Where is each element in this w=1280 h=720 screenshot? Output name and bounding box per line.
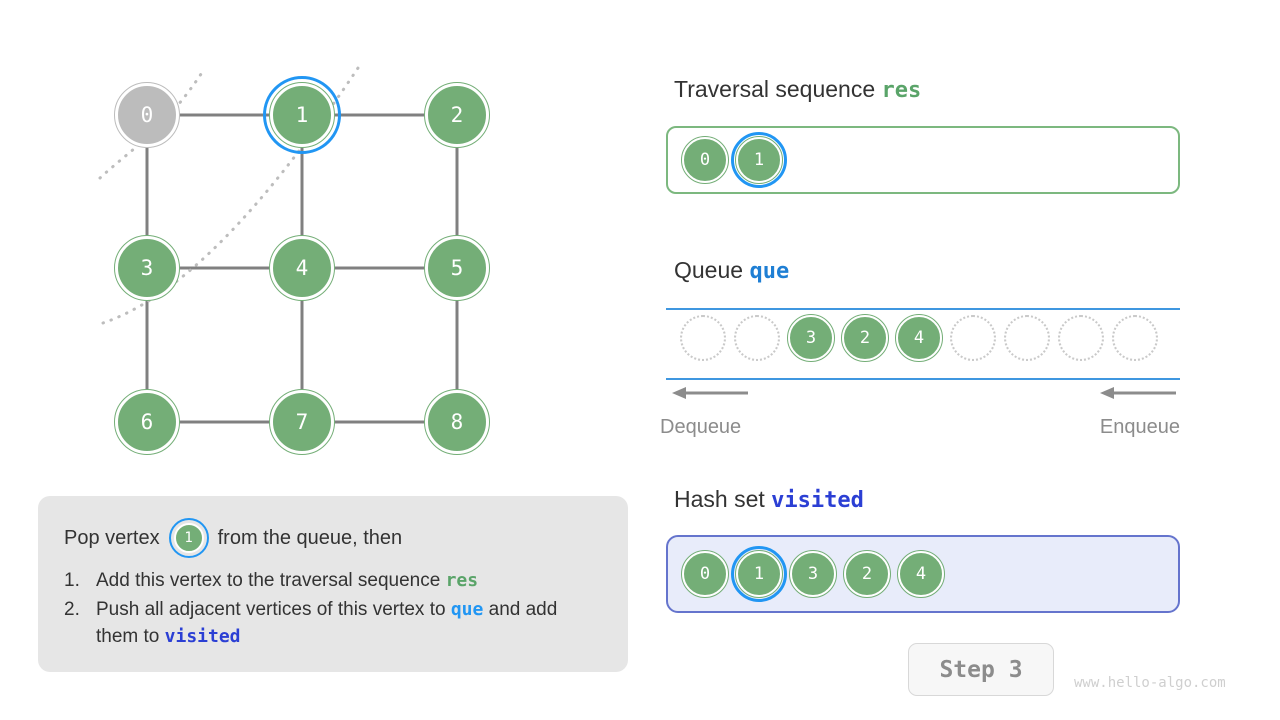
dequeue-label: Dequeue <box>660 416 742 438</box>
hash-chip-highlight-ring <box>731 546 787 602</box>
hash-chip-item[interactable]: 4 <box>897 550 945 598</box>
caption-step-item: 2. Push all adjacent vertices of this ver… <box>64 597 602 651</box>
graph-panel: 0 1 2 3 4 5 6 7 8 <box>0 0 620 480</box>
graph-node-1[interactable]: 1 <box>269 82 335 148</box>
queue-slot-0[interactable] <box>680 315 726 361</box>
graph-node-3[interactable]: 3 <box>114 235 180 301</box>
hash-chip-item[interactable]: 0 <box>681 550 729 598</box>
queue-top-rail <box>666 308 1180 310</box>
res-title-keyword: res <box>881 78 922 103</box>
graph-edges-svg <box>98 63 459 424</box>
graph-node-6[interactable]: 6 <box>114 389 180 455</box>
caption-keyword-visited: visited <box>164 625 241 647</box>
queue-slot-6[interactable] <box>1004 315 1050 361</box>
res-chip-label: 0 <box>681 136 729 184</box>
queue-slot-8[interactable] <box>1112 315 1158 361</box>
enqueue-label: Enqueue <box>1099 416 1180 438</box>
caption-step-number: 2. <box>64 598 80 620</box>
caption-step-text: Push all adjacent vertices of this verte… <box>96 598 558 647</box>
res-section-title: Traversal sequence res <box>674 76 921 103</box>
graph-node-highlight-ring <box>263 76 341 154</box>
caption-chip-highlight-ring <box>168 518 209 558</box>
queue-section-title: Queue que <box>674 257 789 284</box>
res-chip-item[interactable]: 1 <box>731 132 787 188</box>
hash-chip-label: 0 <box>681 550 729 598</box>
hash-chip-item[interactable]: 2 <box>843 550 891 598</box>
hash-chip-label: 2 <box>843 550 891 598</box>
queue-title-keyword: que <box>749 259 790 284</box>
hash-chip-item[interactable]: 1 <box>731 546 787 602</box>
frontier-curve <box>98 66 207 180</box>
graph-node-7[interactable]: 7 <box>269 389 335 455</box>
graph-node-4[interactable]: 4 <box>269 235 335 301</box>
queue-slot-3[interactable]: 2 <box>841 314 889 362</box>
caption-keyword-que: que <box>450 598 484 620</box>
hash-title-text: Hash set <box>674 486 765 512</box>
caption-box: Pop vertex 1 from the queue, then 1. Add … <box>38 496 628 672</box>
graph-node-5[interactable]: 5 <box>424 235 490 301</box>
frontier-curve <box>101 63 362 325</box>
caption-step-text: Add this vertex to the traversal sequenc… <box>96 570 479 591</box>
caption-step-item: 1. Add this vertex to the traversal seque… <box>64 568 602 595</box>
queue-bottom-rail <box>666 378 1180 380</box>
graph-node-8[interactable]: 8 <box>424 389 490 455</box>
queue-slot-1[interactable] <box>734 315 780 361</box>
queue-title-text: Queue <box>674 257 744 283</box>
queue-slot-7[interactable] <box>1058 315 1104 361</box>
hash-chip-label: 3 <box>789 550 837 598</box>
graph-node-0[interactable]: 0 <box>114 82 180 148</box>
caption-vertex-chip: 1 <box>168 518 209 558</box>
res-chip-highlight-ring <box>731 132 787 188</box>
caption-lead: Pop vertex 1 from the queue, then <box>64 518 602 558</box>
hash-chip-label: 4 <box>897 550 945 598</box>
caption-lead-after: from the queue, then <box>217 526 403 549</box>
res-chip-item[interactable]: 0 <box>681 136 729 184</box>
hash-title-keyword: visited <box>771 488 864 513</box>
caption-keyword-res: res <box>445 570 479 591</box>
queue-slot-2[interactable]: 3 <box>787 314 835 362</box>
hash-section-title: Hash set visited <box>674 486 864 513</box>
caption-step-number: 1. <box>64 570 80 591</box>
watermark: www.hello-algo.com <box>1074 675 1226 691</box>
queue-slot-5[interactable] <box>950 315 996 361</box>
hash-chip-item[interactable]: 3 <box>789 550 837 598</box>
caption-lead-before: Pop vertex <box>64 526 160 549</box>
queue-slot-4[interactable]: 4 <box>895 314 943 362</box>
step-badge: Step 3 <box>908 643 1054 696</box>
dequeue-arrow-icon <box>672 387 748 399</box>
enqueue-arrow-icon <box>1100 387 1176 399</box>
graph-node-2[interactable]: 2 <box>424 82 490 148</box>
res-title-text: Traversal sequence <box>674 76 876 102</box>
caption-steps-list: 1. Add this vertex to the traversal seque… <box>64 568 602 651</box>
